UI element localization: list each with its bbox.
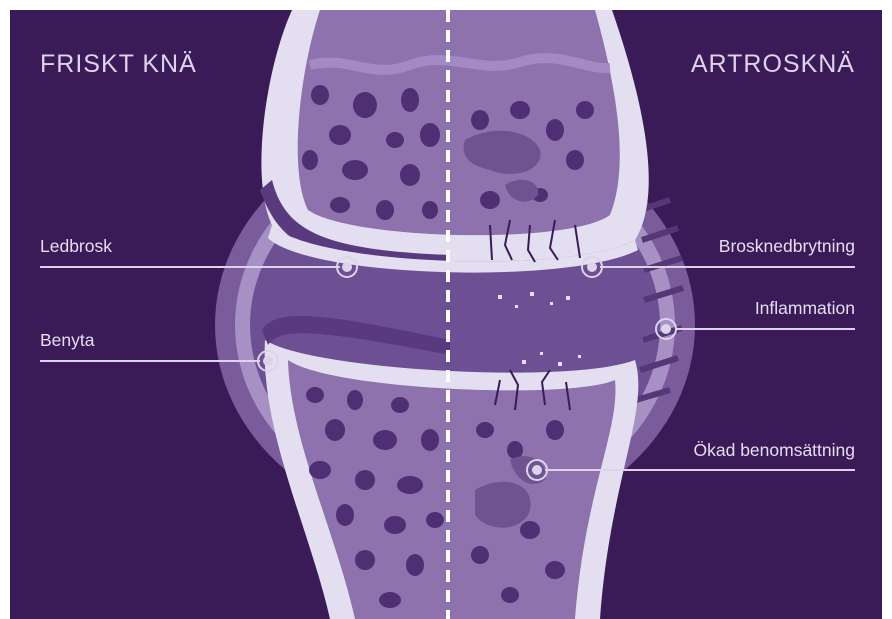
knee-joint-illustration [10,10,882,619]
label-brosknedbrytning: Brosknedbrytning [719,236,855,257]
label-okad-benomsattning: Ökad benomsättning [694,440,856,461]
knee-diagram-panel: FRISKT KNÄ ARTROSKNÄ Ledbrosk Benyta Bro… [10,10,882,619]
title-arthritic-knee: ARTROSKNÄ [691,50,855,79]
label-inflammation: Inflammation [755,298,855,319]
label-benyta: Benyta [40,330,94,351]
title-healthy-knee: FRISKT KNÄ [40,50,197,79]
label-ledbrosk: Ledbrosk [40,236,112,257]
